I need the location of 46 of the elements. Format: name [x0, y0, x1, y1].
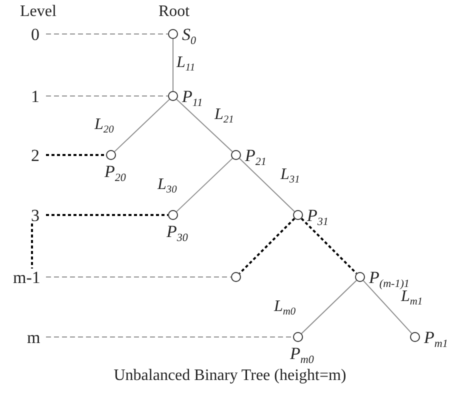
column-heading: Level [20, 4, 56, 20]
tree-branch-line [172, 38, 174, 92]
column-heading: Root [158, 4, 190, 20]
dashed-line [46, 276, 232, 278]
tree-branch-line [176, 158, 233, 212]
dashed-line [238, 218, 296, 274]
tree-node-circle [231, 272, 241, 282]
caption: Unbalanced Binary Tree (height=m) [112, 368, 348, 384]
tree-node-circle [168, 91, 178, 101]
tree-node-circle [293, 210, 303, 220]
tree-branch-line [362, 280, 412, 334]
node-label: P$_{21}$ [245, 146, 266, 168]
dashed-line [46, 214, 168, 216]
tree-node-circle [231, 150, 241, 160]
node-label: P$_{20}$ [104, 163, 126, 184]
tree-node-circle [106, 150, 116, 160]
node-label: S$_{0}$ [182, 26, 196, 46]
tree-node-circle [168, 210, 178, 220]
level-number: m-1 [13, 268, 40, 286]
node-label: P$_{(m-1)1}$ [369, 268, 410, 290]
dashed-line [46, 336, 294, 338]
node-label: P$_{m1}$ [424, 328, 448, 350]
tree-node-circle [168, 29, 178, 39]
tree-branch-line [301, 280, 357, 334]
level-number: 3 [31, 206, 40, 224]
edge-label: L$_{20}$ [94, 116, 115, 136]
tree-branch-line [114, 98, 170, 152]
level-number: 2 [31, 146, 40, 164]
node-label: P$_{30}$ [166, 223, 188, 244]
level-number: 0 [31, 26, 40, 42]
tree-node-circle [355, 272, 365, 282]
dashed-line [46, 154, 106, 156]
tree-branch-line [176, 98, 233, 152]
node-label: P$_{31}$ [307, 206, 328, 228]
level-number: 1 [31, 88, 40, 104]
tree-node-circle [293, 332, 303, 342]
node-label: P$_{m0}$ [290, 345, 314, 366]
dashed-line [31, 224, 33, 268]
dashed-line [300, 218, 358, 274]
edge-label: L$_{31}$ [280, 166, 301, 186]
tree-node-circle [410, 332, 420, 342]
edge-label: L$_{30}$ [156, 176, 178, 196]
node-label: P$_{11}$ [182, 88, 203, 108]
level-number: m [27, 328, 40, 346]
tree-branch-line [239, 158, 295, 212]
edge-label: L$_{m0}$ [273, 298, 297, 318]
